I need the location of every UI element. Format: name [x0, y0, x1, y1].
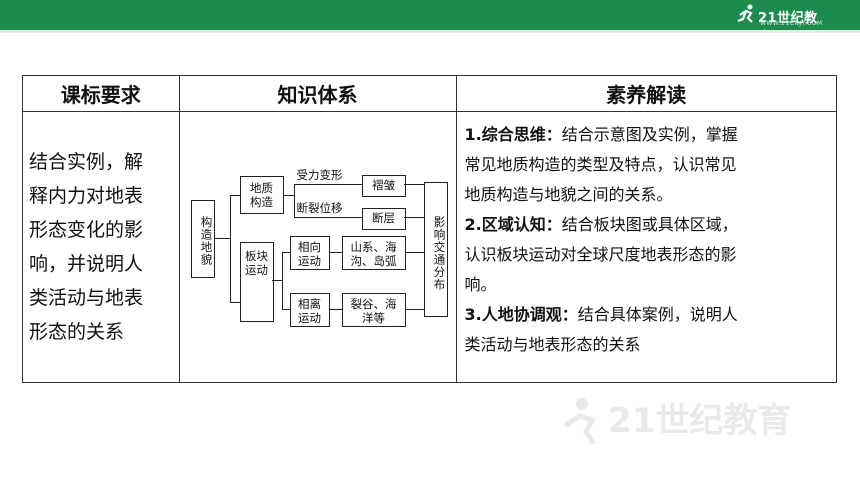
- connector: [403, 184, 424, 185]
- connector: [293, 184, 362, 185]
- node-geologic-structure: 地质构造: [239, 176, 284, 214]
- logo-text: 21世纪教育: [758, 11, 818, 45]
- connector: [329, 309, 342, 310]
- connector: [293, 217, 362, 218]
- connector: [229, 195, 231, 303]
- connector: [281, 252, 283, 310]
- connector: [283, 195, 294, 196]
- literacy-title: 2.区域认知：: [464, 215, 562, 234]
- requirement-line: 响，并说明人: [29, 253, 144, 275]
- geology-label: 地质构造: [250, 181, 274, 209]
- connector: [281, 309, 290, 310]
- svg-text:21世纪教育: 21世纪教育: [608, 401, 791, 441]
- label-force-deformation: 受力变形: [296, 168, 343, 182]
- converge-result-label: 山系、海沟、岛弧: [350, 240, 397, 268]
- requirement-line: 类活动与地表: [29, 287, 144, 309]
- requirements-cell: 结合实例，解 释内力对地表 形态变化的影 响，并说明人 类活动与地表 形态的关系: [22, 111, 180, 383]
- header-literacy: 素养解读: [455, 75, 838, 112]
- connector: [281, 252, 290, 253]
- node-transport-distribution: 影响交通分布: [423, 182, 448, 317]
- label-fracture-displacement: 断裂位移: [296, 201, 343, 215]
- connector: [405, 252, 424, 253]
- requirement-line: 形态变化的影: [29, 219, 144, 241]
- node-fold: 褶皱: [361, 175, 406, 197]
- node-fault: 断层: [361, 208, 406, 230]
- watermark-logo: 21世纪教育: [563, 398, 791, 446]
- node-mountain-trench-arc: 山系、海沟、岛弧: [341, 236, 406, 270]
- node-converging: 相向运动: [289, 236, 330, 270]
- literacy-text: 类活动与地表形态的关系: [464, 335, 641, 354]
- runner-icon: [737, 4, 753, 23]
- literacy-text: 结合示意图及实例，掌握: [561, 125, 738, 144]
- diverge-result-label: 裂谷、海洋等: [350, 297, 397, 325]
- literacy-cell: 1.综合思维：结合示意图及实例，掌握 常见地质构造的类型及特点，认识常见 地质构…: [455, 111, 838, 383]
- literacy-text: 常见地质构造的类型及特点，认识常见: [464, 155, 737, 174]
- literacy-item-1: 1.综合思维：结合示意图及实例，掌握: [465, 120, 832, 150]
- connector: [271, 280, 282, 281]
- requirement-line: 结合实例，解: [29, 151, 144, 173]
- literacy-text: 结合板块图或具体区域，: [561, 215, 738, 234]
- literacy-title: 3.人地协调观：: [464, 305, 578, 324]
- knowledge-diagram-cell: 构造地貌 地质构造 受力变形 断裂位移 褶皱 断层: [178, 111, 457, 383]
- literacy-item-2: 2.区域认知：结合板块图或具体区域，: [465, 210, 832, 240]
- literacy-item-3: 3.人地协调观：结合具体案例，说明人: [465, 300, 832, 330]
- table-header-row: 课标要求 知识体系 素养解读: [22, 75, 838, 112]
- converge-label: 相向运动: [298, 240, 322, 268]
- connector: [403, 217, 424, 218]
- node-diverging: 相离运动: [289, 293, 330, 327]
- connector: [229, 302, 240, 303]
- logo-subtext: WWW.21CNJY.COM: [760, 20, 823, 27]
- brand-logo: 21世纪教育 WWW.21CNJY.COM: [736, 3, 826, 45]
- diverge-label: 相离运动: [298, 297, 322, 325]
- connector: [329, 252, 342, 253]
- requirement-line: 释内力对地表: [29, 185, 144, 207]
- connector: [405, 309, 424, 310]
- literacy-title: 1.综合思维：: [464, 125, 562, 144]
- requirement-line: 形态的关系: [29, 321, 125, 343]
- node-rift-ocean: 裂谷、海洋等: [341, 293, 406, 327]
- banner-divider: [0, 30, 860, 33]
- literacy-text: 地质构造与地貌之间的关系。: [464, 185, 673, 204]
- knowledge-diagram: 构造地貌 地质构造 受力变形 断裂位移 褶皱 断层: [180, 112, 456, 382]
- literacy-text: 结合具体案例，说明人: [577, 305, 738, 324]
- top-banner: 21世纪教育 WWW.21CNJY.COM: [0, 0, 860, 45]
- plate-label: 板块运动: [245, 249, 269, 277]
- literacy-text: 响。: [464, 275, 497, 294]
- connector: [229, 195, 240, 196]
- connector: [293, 184, 295, 217]
- literacy-text: 认识板块运动对全球尺度地表形态的影: [464, 245, 737, 264]
- header-knowledge-system: 知识体系: [178, 75, 457, 112]
- connector: [214, 238, 230, 239]
- table-body-row: 结合实例，解 释内力对地表 形态变化的影 响，并说明人 类活动与地表 形态的关系…: [22, 111, 838, 383]
- header-requirements: 课标要求: [22, 75, 180, 112]
- node-plate-motion: [239, 242, 274, 322]
- node-tectonic-landform: 构造地貌: [190, 200, 215, 278]
- curriculum-table: 课标要求 知识体系 素养解读 结合实例，解 释内力对地表 形态变化的影 响，并说…: [22, 75, 838, 383]
